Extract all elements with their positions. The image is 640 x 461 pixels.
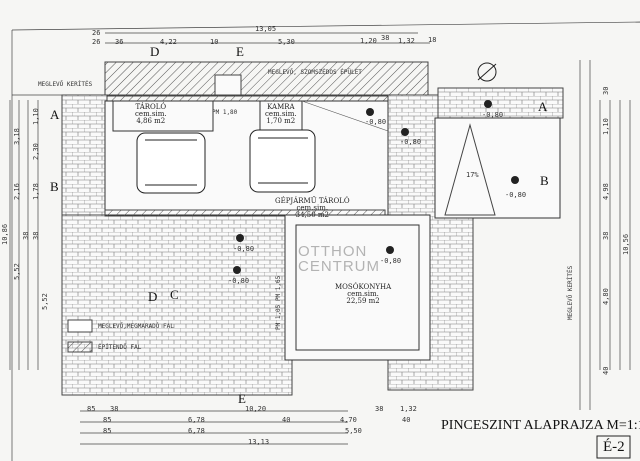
left-dim: 3,18 [13, 128, 21, 145]
ramp-slope: 17% [466, 171, 479, 179]
legend-new-wall: ÉPÍTENDŐ FAL [98, 344, 142, 351]
dim: 26 [92, 29, 101, 37]
dim: 38 [375, 405, 384, 413]
dim: 40 [282, 416, 291, 424]
level: -0,80 [400, 138, 422, 146]
right-dim: 1,10 [602, 118, 610, 135]
left-dim: 5,52 [41, 293, 49, 310]
sheet-number: É-2 [603, 439, 625, 455]
left-dim: 5,52 [13, 263, 21, 280]
level: -0,80 [228, 277, 250, 285]
pm-label: PM 1,80 [212, 109, 238, 116]
right-dim: 30 [602, 86, 610, 95]
right-dim: 4,80 [602, 288, 610, 305]
section-mark-d-bottom: D [148, 289, 158, 304]
drawing-title: PINCESZINT ALAPRAJZA M=1:100 [441, 418, 640, 433]
dim: 6,78 [188, 416, 205, 424]
dim: 85 [103, 416, 112, 424]
section-mark-e-bottom: E [238, 391, 246, 406]
right-dim: 40 [602, 366, 610, 375]
level: -0,80 [233, 245, 255, 253]
section-mark-b-right: B [540, 173, 549, 188]
section-mark-a-right: A [538, 99, 548, 114]
level: -0,80 [365, 118, 387, 126]
dim: 5,30 [278, 38, 295, 46]
left-dim: 1,78 [32, 183, 40, 200]
section-mark-a: A [50, 107, 60, 122]
dim: 5,50 [345, 427, 362, 435]
dim: 38 [110, 405, 119, 413]
left-dim: 38 [32, 231, 40, 240]
dim: 26 [92, 38, 101, 46]
legend-existing-wall: MEGLEVŐ,MEGMARADÓ FAL [98, 323, 174, 330]
section-mark-e: E [236, 44, 244, 59]
section-mark-c: C [170, 287, 179, 302]
dim: 13,13 [248, 438, 270, 446]
left-dim: 2,16 [13, 183, 21, 200]
dim: 4,70 [340, 416, 357, 424]
dim: 38 [381, 34, 390, 42]
left-dim: 38 [22, 231, 30, 240]
left-dim: 2,30 [32, 143, 40, 160]
dim: 1,32 [400, 405, 417, 413]
right-dim: 10,56 [622, 233, 630, 255]
neighbor-building-label: MEGLEVŐ, SZOMSZÉDOS ÉPÜLET [268, 69, 362, 76]
dim: 85 [87, 405, 96, 413]
dim: 6,78 [188, 427, 205, 435]
left-dim: 10,86 [1, 223, 9, 245]
section-mark-d: D [150, 44, 160, 59]
dim: 1,20 [360, 37, 377, 45]
dim: 18 [428, 36, 437, 44]
fence-label-right: MEGLEVŐ KERÍTÉS [567, 265, 574, 320]
level: -0,80 [482, 111, 504, 119]
right-dim: 4,98 [602, 183, 610, 200]
dim: 1,32 [398, 37, 415, 45]
dim: 4,22 [160, 38, 177, 46]
dim-overall: 13,05 [255, 25, 277, 33]
right-dim: 38 [602, 231, 610, 240]
fence-label: MEGLEVŐ KERÍTÉS [38, 81, 93, 88]
dim: 10 [210, 38, 219, 46]
dim: 10,20 [245, 405, 267, 413]
dim: 36 [115, 38, 124, 46]
level: -0,80 [380, 257, 402, 265]
dim: 40 [402, 416, 411, 424]
left-dim: 1,10 [32, 108, 40, 125]
pm-label: PM 1,05 PM 1,65 [275, 275, 282, 330]
level: -0,80 [505, 191, 527, 199]
section-mark-b: B [50, 179, 59, 194]
dim: 85 [103, 427, 112, 435]
